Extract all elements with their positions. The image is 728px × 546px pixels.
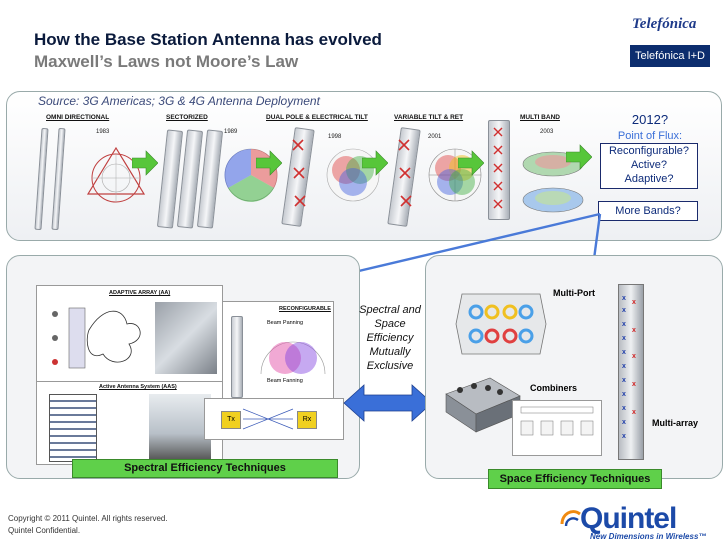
svg-text:x: x (622, 363, 626, 370)
stage-omni-label: OMNI DIRECTIONAL (46, 114, 110, 121)
stage-dualpole-label: DUAL POLE & ELECTRICAL TILT (266, 114, 368, 121)
svg-text:x: x (622, 307, 626, 314)
svg-text:x: x (622, 433, 626, 440)
option-reconfigurable: Reconfigurable? (608, 145, 690, 157)
multiband-x-marks (493, 127, 503, 209)
spectral-label: Spectral Efficiency Techniques (72, 459, 338, 478)
mutually-exclusive-text: Spectral and Space Efficiency Mutually E… (351, 303, 429, 373)
svg-text:x: x (622, 321, 626, 328)
beam-panning-label: Beam Panning (267, 320, 304, 326)
aas-card: Active Antenna System (AAS) (36, 381, 223, 465)
ret-x-marks (398, 139, 412, 207)
dualpole-x-marks (292, 139, 306, 207)
aas-label: Active Antenna System (AAS) (99, 384, 177, 390)
telefonica-id-logo: Telefónica I+D (630, 45, 710, 67)
combiners-label: Combiners (530, 383, 578, 393)
multi-array-antenna (618, 284, 644, 460)
svg-text:x: x (632, 353, 636, 360)
svg-text:x: x (622, 349, 626, 356)
stage-ret-year: 2001 (428, 134, 442, 140)
future-year: 2012? (631, 112, 669, 127)
quintel-tagline: New Dimensions in Wireless™ (590, 532, 707, 541)
green-arrow-icon (132, 150, 158, 176)
stage-sectorized-label: SECTORIZED (166, 114, 208, 121)
reconfigurable-card: RECONFIGURABLE Beam Panning Beam Fanning (222, 301, 334, 403)
green-arrow-icon (458, 150, 484, 176)
svg-text:x: x (632, 409, 636, 416)
green-arrow-icon (566, 144, 592, 170)
adaptive-array-diagram (52, 307, 141, 369)
combiner-schematic-icon (520, 406, 594, 436)
tx-block: Tx (221, 411, 241, 429)
multi-array-label: Multi-array (652, 418, 699, 428)
stage-omni-year: 1983 (96, 129, 110, 135)
center-line: Mutually (369, 346, 411, 358)
telefonica-logo: Telefónica (632, 16, 697, 32)
confidential-text: Quintel Confidential. (8, 526, 81, 535)
svg-text:x: x (632, 327, 636, 334)
svg-text:x: x (622, 377, 626, 384)
mimo-links-icon (242, 408, 294, 430)
rx-block: Rx (297, 411, 317, 429)
multiport-diagram (455, 293, 547, 355)
svg-text:x: x (622, 419, 626, 426)
more-bands-box: More Bands? (598, 201, 698, 221)
double-arrow-icon (343, 384, 433, 422)
option-active: Active? (630, 159, 668, 171)
stage-multiband-label: MULTI BAND (520, 114, 560, 121)
svg-text:x: x (622, 391, 626, 398)
beam-fanning-label: Beam Fanning (267, 378, 303, 384)
txrx-card: Tx Rx (204, 398, 344, 440)
reconfigurable-label: RECONFIGURABLE (279, 306, 331, 312)
quintel-logo: Quintel (580, 502, 677, 535)
multiband-antenna (488, 120, 510, 220)
space-label: Space Efficiency Techniques (488, 469, 662, 489)
reconfigurable-antenna (231, 316, 243, 398)
adaptive-array-card: ADAPTIVE ARRAY (AA) (36, 285, 223, 383)
copyright-text: Copyright © 2011 Quintel. All rights res… (8, 514, 168, 523)
option-adaptive: Adaptive? (624, 173, 674, 185)
svg-text:x: x (622, 405, 626, 412)
beam-panning-pattern-icon (260, 341, 326, 375)
stage-dualpole-year: 1998 (328, 134, 342, 140)
center-line: Exclusive (366, 360, 414, 372)
svg-text:x: x (632, 299, 636, 306)
point-of-flux: Point of Flux: (617, 130, 683, 142)
page-title: How the Base Station Antenna has evolved (34, 30, 382, 49)
combiner-photo (445, 377, 521, 433)
svg-text:x: x (622, 295, 626, 302)
stage-sectorized-year: 1989 (224, 129, 238, 135)
combiner-schematic (512, 400, 602, 456)
center-line: Space (374, 318, 406, 330)
multiport-label: Multi-Port (553, 288, 595, 298)
center-line: Efficiency (366, 332, 414, 344)
aas-schematic (49, 394, 97, 462)
svg-text:x: x (632, 381, 636, 388)
green-arrow-icon (362, 150, 388, 176)
aas-photo (149, 394, 211, 460)
omni-pattern-icon (86, 146, 146, 203)
page-subtitle: Maxwell’s Laws not Moore’s Law (34, 52, 299, 71)
center-line: Spectral and (359, 304, 421, 316)
stage-multiband-year: 2003 (540, 129, 554, 135)
adaptive-array-label: ADAPTIVE ARRAY (AA) (109, 290, 171, 296)
multi-array-x-marks: xx xx xx xx xx xx xx xx (622, 295, 636, 440)
quintel-swirl-icon (560, 510, 581, 527)
future-options-box: Reconfigurable? Active? Adaptive? (600, 143, 698, 189)
svg-text:x: x (622, 335, 626, 342)
stage-ret-label: VARIABLE TILT & RET (394, 114, 464, 121)
green-arrow-icon (256, 150, 282, 176)
source-caption: Source: 3G Americas; 3G & 4G Antenna Dep… (38, 94, 320, 108)
adaptive-array-photo (155, 302, 217, 374)
